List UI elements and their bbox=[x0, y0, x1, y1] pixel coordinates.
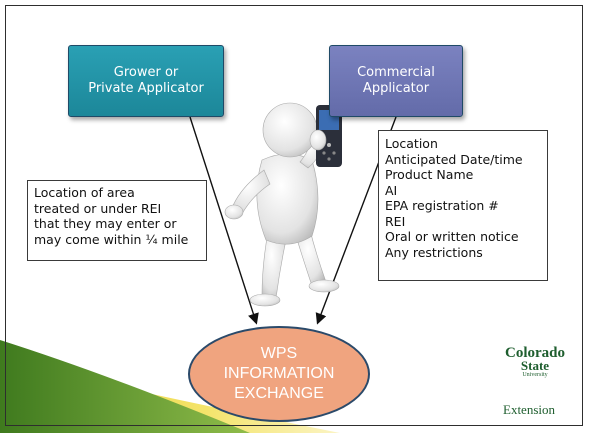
commercial-info-line: AI bbox=[385, 182, 398, 198]
commercial-info-line: Anticipated Date/time bbox=[385, 151, 523, 167]
commercial-info-line: Product Name bbox=[385, 167, 474, 182]
grower-info-line: that they may enter or bbox=[34, 216, 177, 231]
csu-logo: Colorado State University bbox=[500, 346, 570, 379]
grower-info-box: Location of area treated or under REI th… bbox=[27, 180, 207, 261]
commercial-node: Commercial Applicator bbox=[329, 45, 463, 117]
grower-info-line: may come within ¼ mile bbox=[34, 231, 189, 247]
grower-info-line: Location of area bbox=[34, 185, 135, 200]
commercial-label-line1: Commercial bbox=[357, 65, 435, 80]
commercial-label-line2: Applicator bbox=[362, 81, 430, 96]
arrow-grower-to-exchange bbox=[189, 116, 259, 325]
exchange-label-line2: INFORMATION bbox=[223, 365, 335, 382]
csu-logo-line3: University bbox=[522, 372, 548, 378]
commercial-info-line: EPA registration # bbox=[385, 198, 499, 213]
csu-logo-line1: Colorado bbox=[505, 345, 565, 361]
grower-label-line1: Grower or bbox=[113, 65, 179, 80]
commercial-info-line: Any restrictions bbox=[385, 244, 483, 260]
slide-frame bbox=[5, 5, 583, 426]
grower-info-line: treated or under REI bbox=[34, 200, 162, 216]
commercial-info-line: Oral or written notice bbox=[385, 229, 519, 244]
extension-logo-text: Extension bbox=[503, 402, 555, 417]
commercial-info-line: REI bbox=[385, 213, 406, 229]
commercial-info-box: Location Anticipated Date/time Product N… bbox=[378, 130, 548, 281]
csu-logo-line2: State bbox=[520, 358, 550, 373]
grower-label-line2: Private Applicator bbox=[88, 81, 204, 96]
commercial-info-line: Location bbox=[385, 136, 438, 151]
wps-exchange-ellipse: WPS INFORMATION EXCHANGE bbox=[188, 326, 370, 422]
exchange-label-line3: EXCHANGE bbox=[234, 385, 324, 402]
exchange-label-line1: WPS bbox=[260, 345, 298, 362]
grower-node: Grower or Private Applicator bbox=[68, 45, 224, 117]
